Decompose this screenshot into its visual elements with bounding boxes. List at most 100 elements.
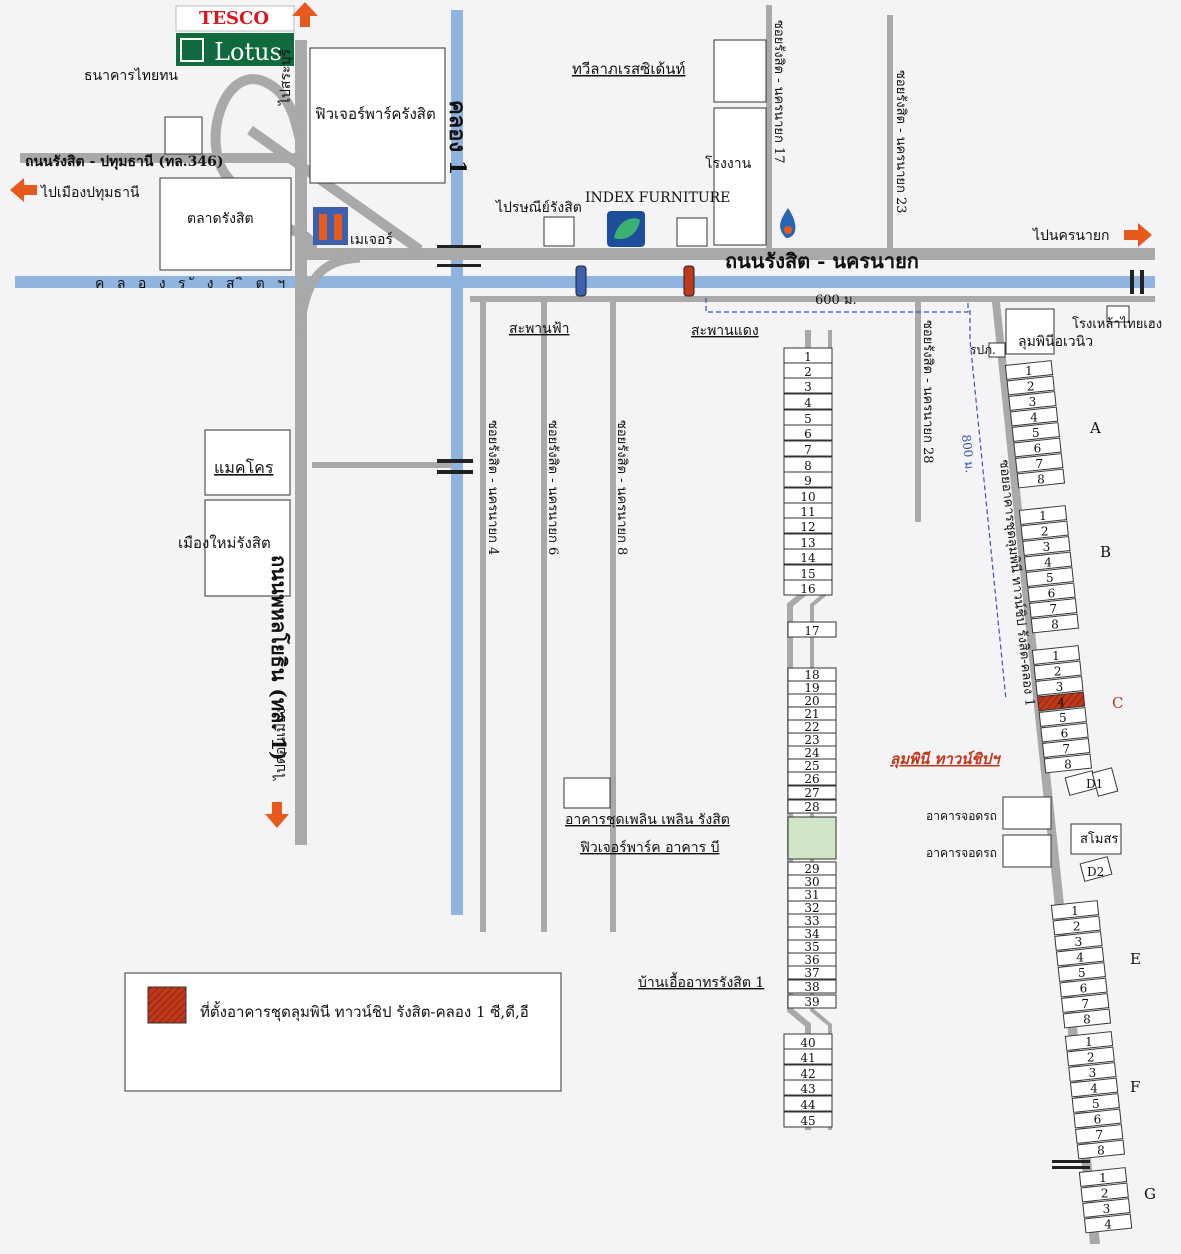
- building-c-label: C: [1112, 694, 1123, 712]
- lotus-logo-text: Lotus: [214, 38, 282, 66]
- unit-number: 7: [1062, 742, 1070, 756]
- unit-row-33: 33: [787, 913, 837, 928]
- unit-number: 2: [1087, 1051, 1095, 1065]
- unit-number: 37: [804, 966, 819, 980]
- block-unit: 7: [1075, 1124, 1124, 1144]
- unit-row-35: 35: [787, 939, 837, 954]
- future-park-label: ฟิวเจอร์พาร์ครังสิต: [315, 105, 436, 123]
- unit-number: 5: [1046, 571, 1054, 585]
- unit-number: 20: [804, 694, 819, 708]
- legend-swatch: [147, 986, 187, 1024]
- block-unit: 5: [1071, 1093, 1120, 1113]
- unit-number: 39: [804, 995, 819, 1009]
- block-unit: 4: [1023, 551, 1073, 572]
- soi17-label: ซอยรังสิต - นครนายก 17: [771, 20, 786, 164]
- khlong-rangsit-label: ค ล อ ง ร ั ง ส ิ ต ฯ: [95, 276, 289, 292]
- unit-number: 36: [804, 953, 819, 967]
- unit-number: 15: [800, 567, 815, 581]
- unit-number: 6: [1094, 1113, 1102, 1127]
- pool-building: [1070, 823, 1122, 855]
- unit-row-34: 34: [787, 926, 837, 941]
- unit-number: 8: [1064, 758, 1072, 772]
- unit-row-20: 20: [787, 693, 837, 708]
- unit-number: 2: [1054, 665, 1062, 679]
- unit-row-26: 26: [787, 771, 837, 786]
- parking-2-building: [1002, 834, 1052, 868]
- unit-row-6: 6: [783, 424, 833, 441]
- soi6-label: ซอยรังสิต - นครนายก 6: [545, 420, 560, 555]
- bridges: [437, 245, 1144, 1169]
- block-unit: 8: [1043, 753, 1093, 774]
- block-unit: 6: [1073, 1108, 1122, 1129]
- unit-number: 7: [1095, 1128, 1103, 1142]
- unit-number: 3: [1029, 395, 1037, 409]
- unit-number: 28: [804, 800, 819, 814]
- index-building: [676, 217, 708, 247]
- unit-row-43: 43: [783, 1079, 833, 1096]
- unit-number: 33: [804, 914, 819, 928]
- arrow-up-icon: [292, 2, 318, 27]
- building-d2: [1079, 856, 1113, 882]
- unit-row-32: 32: [787, 900, 837, 915]
- unit-number: 43: [800, 1082, 815, 1096]
- block-unit: 7: [1061, 993, 1110, 1013]
- unit-row-24: 24: [787, 745, 837, 760]
- block-unit: 6: [1059, 977, 1108, 998]
- tesco-logo-text: TESCO: [199, 8, 269, 29]
- soi23-road: [887, 15, 893, 248]
- lumpini-place-label: ลุมพินีอเวนิว: [1018, 334, 1093, 350]
- unit-number: 38: [804, 980, 819, 994]
- unit-number: 7: [1049, 602, 1057, 616]
- unit-number: 2: [1101, 1187, 1109, 1201]
- unit-row-30: 30: [787, 874, 837, 889]
- distance-800-line: [969, 310, 1007, 701]
- unit-row-37: 37: [787, 965, 837, 980]
- legend-text: ที่ตั้งอาคารชุดลุมพินี ทาวน์ชิป รังสิต-ค…: [200, 1001, 529, 1022]
- unit-number: 44: [800, 1098, 816, 1112]
- unit-number: 30: [804, 875, 819, 889]
- major-label: เมเจอร์: [350, 231, 393, 248]
- unit-row-15: 15: [783, 564, 833, 581]
- thaiheng-building: [1106, 305, 1130, 323]
- unit-number: 7: [1081, 997, 1089, 1011]
- unit-row-40: 40: [783, 1033, 833, 1050]
- unit-number: 5: [1059, 711, 1067, 725]
- rapao-booth: [988, 342, 1006, 358]
- unit-row-38: 38: [787, 979, 837, 994]
- unit-number: 3: [1056, 680, 1064, 694]
- block-unit: 2: [1020, 520, 1069, 541]
- unit-number: 18: [804, 668, 819, 682]
- unit-row-42: 42: [783, 1064, 833, 1081]
- unit-row-27: 27: [787, 785, 837, 800]
- index-label: INDEX FURNITURE: [585, 190, 730, 206]
- unit-row-18: 18: [787, 667, 837, 682]
- unit-row-10: 10: [783, 487, 833, 504]
- block-unit: 2: [1006, 375, 1055, 396]
- block-unit: 1: [1031, 645, 1081, 665]
- unit-number: 14: [800, 551, 816, 565]
- soi17-road: [766, 5, 772, 248]
- unit-row-17: 17: [787, 621, 837, 638]
- unit-number: 29: [804, 862, 819, 876]
- block-unit: 6: [1027, 582, 1076, 603]
- diagonal-ramp: [247, 125, 423, 255]
- makro-label: แมคโคร: [214, 458, 274, 477]
- unit-row-14: 14: [783, 548, 833, 565]
- unit-number: 3: [1089, 1066, 1097, 1080]
- block-unit: 4: [1009, 406, 1059, 427]
- legend-box: [124, 972, 562, 1092]
- muang-mai-building: [204, 499, 291, 597]
- right-building-blocks: 1234567812345678123456781234567812345678…: [1004, 360, 1133, 1234]
- block-unit: 3: [1022, 536, 1071, 556]
- post-building: [543, 216, 575, 247]
- red-bridge-label: สะพานแดง: [691, 323, 759, 339]
- unit-number: 1: [1085, 1035, 1093, 1049]
- unit-number: 7: [804, 443, 812, 457]
- unit-number: 23: [804, 733, 819, 747]
- unit-row-5: 5: [783, 409, 833, 426]
- unit-number: 3: [1043, 540, 1051, 554]
- block-unit: 5: [1011, 422, 1060, 442]
- unit-number: 8: [804, 459, 812, 473]
- building-a-label: A: [1089, 419, 1101, 437]
- unit-row-25: 25: [787, 758, 837, 773]
